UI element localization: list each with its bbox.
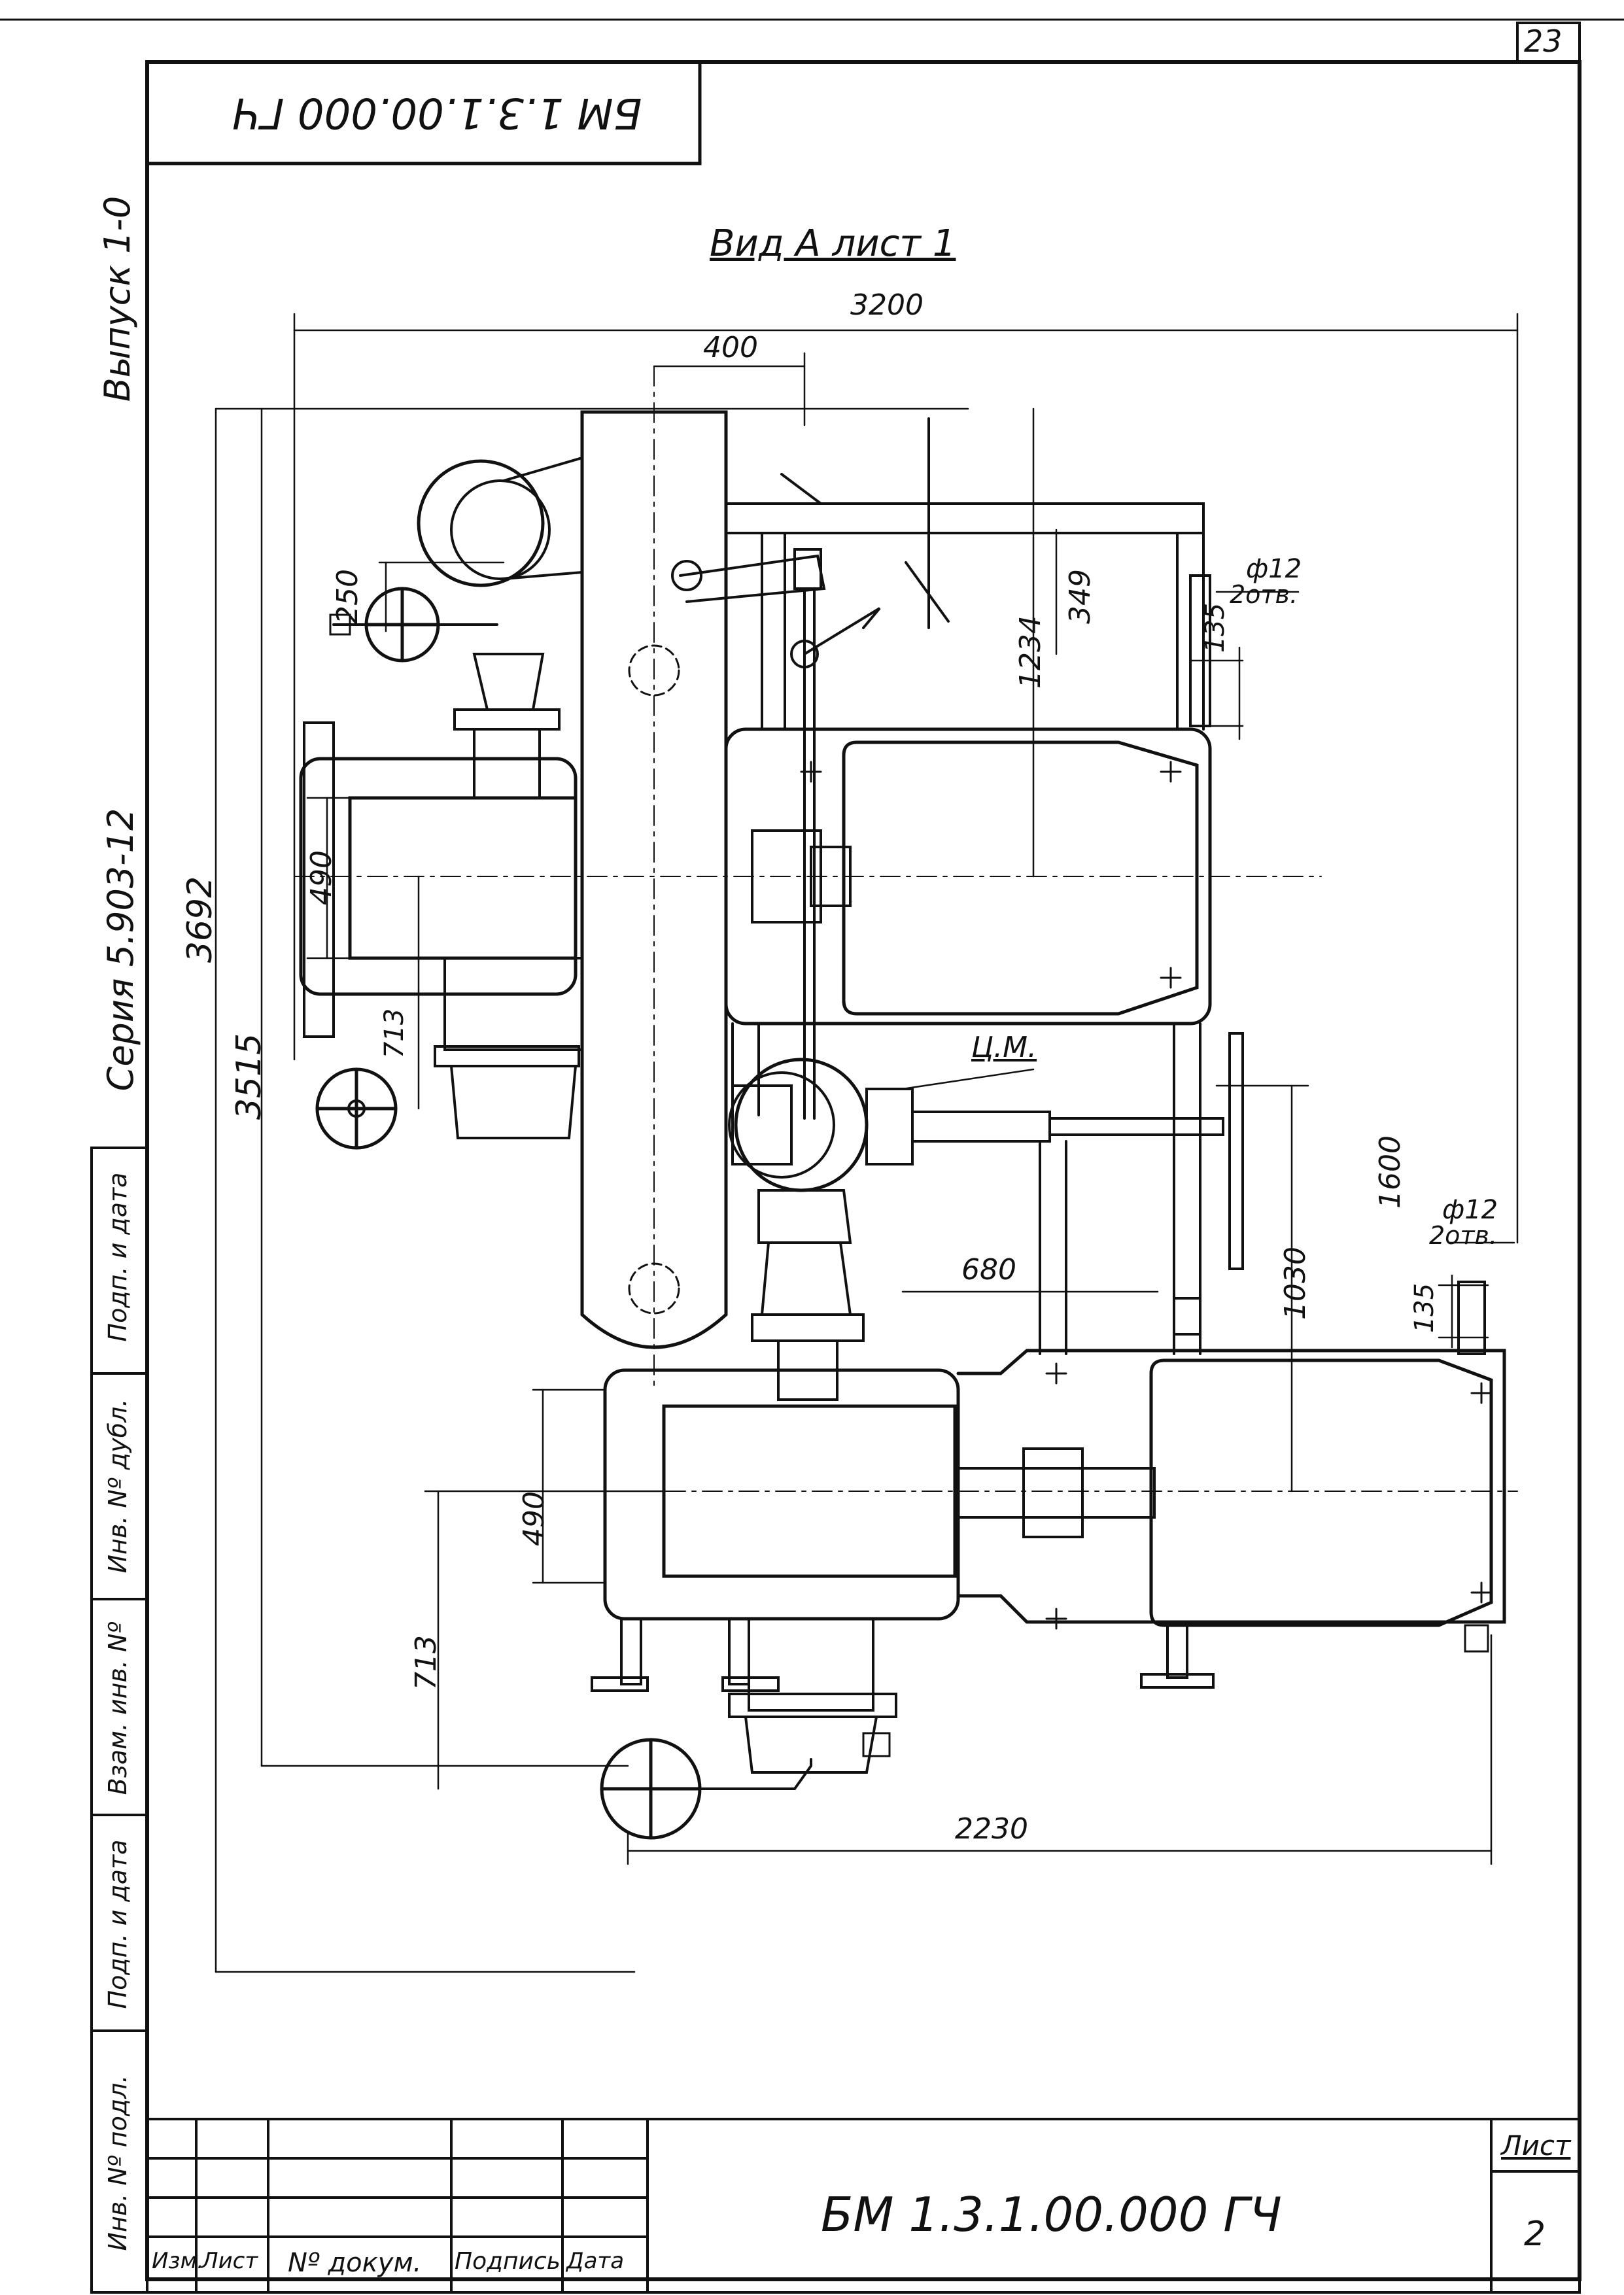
dim-713-top: 713: [379, 1008, 410, 1059]
stamp-field-replace-inv: Взам. инв. Nº: [103, 1621, 132, 1795]
upper-pump: [294, 653, 1322, 1139]
dim-349: 349: [1063, 569, 1097, 624]
dim-250: 250: [330, 569, 364, 624]
dimension-lines: [215, 313, 1519, 1973]
lever-linkage: [671, 417, 950, 1120]
dim-3200: 3200: [850, 288, 924, 322]
stamp-field-orig-inv: Инв. Nº подл.: [103, 2075, 132, 2251]
view-title: Вид А лист 1: [710, 222, 956, 265]
stamp-field-sign-date-2: Подп. и дата: [103, 1839, 132, 2009]
hole-count-top: 2отв.: [1230, 580, 1298, 609]
upper-handwheel: [329, 587, 498, 663]
center-of-mass-label: Ц.М.: [971, 1031, 1037, 1064]
hole-count-bottom: 2отв.: [1429, 1221, 1498, 1250]
title-header-date: Дата: [566, 2248, 625, 2274]
upper-frame: [725, 502, 1205, 1355]
dim-490-bottom: 490: [517, 1491, 551, 1546]
dim-713-bottom: 713: [409, 1635, 443, 1690]
hole-dia-top: ф12: [1246, 554, 1302, 584]
dim-400: 400: [703, 331, 758, 364]
vertical-manifold: [580, 366, 728, 1387]
left-stamp-boxes: [90, 1147, 148, 2294]
upper-elbow: [417, 457, 583, 587]
dim-490-top: 490: [304, 850, 338, 905]
dim-680: 680: [961, 1253, 1016, 1286]
dim-135-top: 135: [1200, 602, 1231, 653]
stamp-field-sign-date-1: Подп. и дата: [103, 1172, 132, 1342]
dim-2230: 2230: [955, 1812, 1028, 1846]
title-header-sheet: Лист: [201, 2248, 258, 2274]
bottom-handwheel: [600, 1738, 812, 1840]
title-designation: БМ 1.3.1.00.000 ГЧ: [821, 2187, 1282, 2242]
lower-motor: [1045, 1358, 1493, 1653]
issue-label: Выпуск 1-0: [97, 196, 138, 402]
title-sheet-label: Лист: [1501, 2130, 1571, 2162]
top-stamp-designation: БМ 1.3.1.00.000 ГЧ: [232, 88, 642, 137]
dim-3692: 3692: [181, 876, 220, 963]
title-header-signature: Подпись: [455, 2248, 561, 2275]
upper-motor: [724, 727, 1212, 1026]
lower-pump: [555, 1349, 1518, 1774]
middle-handwheel: [315, 1067, 398, 1150]
page-number: 23: [1524, 24, 1563, 59]
dim-1600: 1600: [1373, 1135, 1407, 1209]
center-joint: [728, 1032, 1244, 1401]
title-header-doc-no: Nº докум.: [288, 2248, 422, 2278]
dim-135-bottom: 135: [1409, 1283, 1440, 1334]
title-block-frame: [146, 2118, 1581, 2294]
title-sheet-number: 2: [1524, 2215, 1546, 2254]
lower-legs: [591, 1617, 1215, 1692]
hole-dia-bottom: ф12: [1442, 1195, 1498, 1225]
dim-3515: 3515: [230, 1033, 269, 1120]
dim-1030: 1030: [1278, 1247, 1312, 1320]
dim-1234: 1234: [1013, 615, 1047, 689]
stamp-field-dup-inv: Инв. Nº дубл.: [103, 1398, 132, 1574]
title-header-change: Изм.: [152, 2248, 204, 2274]
series-label: Серия 5.903-12: [100, 808, 141, 1092]
